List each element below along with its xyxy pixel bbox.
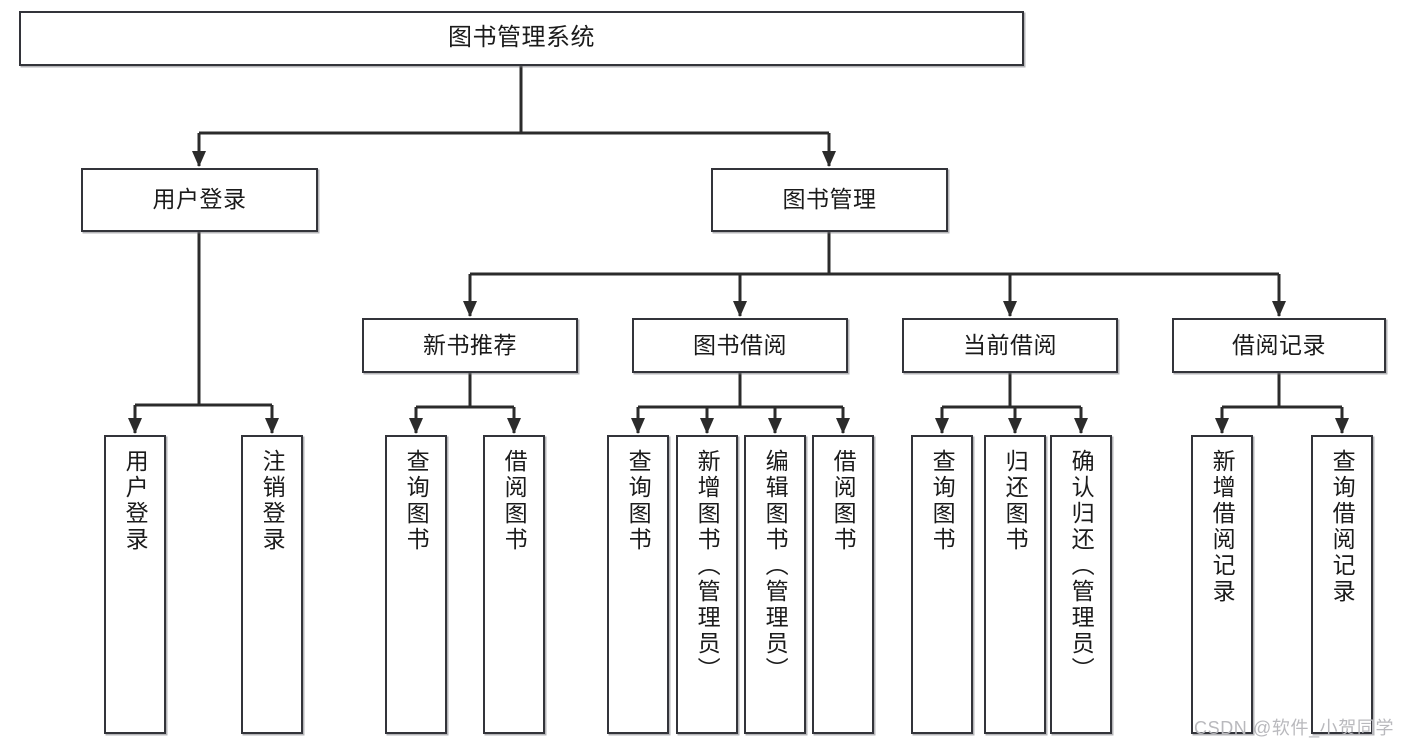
node-label-leaf-user-login: 用户登录 — [122, 449, 149, 553]
arrowhead-bookborrow-to-leaves-0 — [631, 418, 645, 434]
node-label-leaf-return-book: 归还图书 — [1002, 449, 1029, 553]
node-book-manage[interactable]: 图书管理 — [711, 168, 948, 232]
csdn-watermark: CSDN @软件_小贺同学 — [1194, 718, 1395, 738]
arrowhead-bookmanage-to-level2-3 — [1272, 301, 1286, 317]
node-label-leaf-edit-book: 编辑图书（管理员） — [762, 449, 789, 683]
node-label-leaf-query-book-3: 查询图书 — [929, 449, 956, 553]
node-current-borrow[interactable]: 当前借阅 — [902, 318, 1118, 373]
arrowhead-bookmanage-to-level2-0 — [463, 301, 477, 317]
arrowhead-root-to-level1-0 — [192, 151, 206, 167]
node-label-leaf-query-book-2: 查询图书 — [625, 449, 652, 553]
node-label-leaf-logout: 注销登录 — [259, 449, 286, 553]
node-leaf-borrow-book-2[interactable]: 借阅图书 — [812, 435, 874, 734]
arrowhead-bookmanage-to-level2-2 — [1003, 301, 1017, 317]
node-leaf-query-book-1[interactable]: 查询图书 — [385, 435, 447, 734]
arrowhead-borrowrecord-to-leaves-1 — [1335, 418, 1349, 434]
arrowhead-bookmanage-to-level2-1 — [733, 301, 747, 317]
arrowhead-borrowrecord-to-leaves-0 — [1215, 418, 1229, 434]
node-leaf-borrow-book-1[interactable]: 借阅图书 — [483, 435, 545, 734]
arrowhead-userlogin-to-leaves-0 — [128, 418, 142, 434]
node-label-leaf-add-book: 新增图书（管理员） — [694, 449, 721, 683]
node-label-book-borrow: 图书借阅 — [693, 331, 787, 358]
node-leaf-edit-book[interactable]: 编辑图书（管理员） — [744, 435, 806, 734]
arrowhead-currentborrow-to-leaves-0 — [935, 418, 949, 434]
arrowhead-userlogin-to-leaves-1 — [265, 418, 279, 434]
node-label-leaf-confirm-return: 确认归还（管理员） — [1068, 449, 1095, 683]
node-label-book-manage: 图书管理 — [782, 186, 877, 213]
node-book-borrow[interactable]: 图书借阅 — [632, 318, 848, 373]
arrowhead-currentborrow-to-leaves-1 — [1008, 418, 1022, 434]
node-label-user-login: 用户登录 — [152, 186, 247, 213]
node-new-book-rec[interactable]: 新书推荐 — [362, 318, 578, 373]
arrowhead-newbook-to-leaves-1 — [507, 418, 521, 434]
node-label-leaf-borrow-book-1: 借阅图书 — [501, 449, 528, 553]
node-label-borrow-record: 借阅记录 — [1232, 331, 1326, 358]
arrowhead-bookborrow-to-leaves-1 — [700, 418, 714, 434]
arrowhead-bookborrow-to-leaves-2 — [768, 418, 782, 434]
node-label-root: 图书管理系统 — [448, 24, 595, 52]
node-leaf-confirm-return[interactable]: 确认归还（管理员） — [1050, 435, 1112, 734]
node-user-login[interactable]: 用户登录 — [81, 168, 318, 232]
node-leaf-return-book[interactable]: 归还图书 — [984, 435, 1046, 734]
node-label-current-borrow: 当前借阅 — [963, 331, 1057, 358]
node-leaf-query-record[interactable]: 查询借阅记录 — [1311, 435, 1373, 734]
arrowhead-root-to-level1-1 — [822, 151, 836, 167]
node-label-leaf-query-record: 查询借阅记录 — [1329, 449, 1356, 605]
arrowhead-bookborrow-to-leaves-3 — [836, 418, 850, 434]
arrowhead-currentborrow-to-leaves-2 — [1074, 418, 1088, 434]
node-leaf-query-book-3[interactable]: 查询图书 — [911, 435, 973, 734]
node-leaf-query-book-2[interactable]: 查询图书 — [607, 435, 669, 734]
node-leaf-add-book[interactable]: 新增图书（管理员） — [676, 435, 738, 734]
node-label-new-book-rec: 新书推荐 — [423, 331, 517, 358]
node-label-leaf-add-record: 新增借阅记录 — [1209, 449, 1236, 605]
node-label-leaf-borrow-book-2: 借阅图书 — [830, 449, 857, 553]
node-leaf-logout[interactable]: 注销登录 — [241, 435, 303, 734]
arrowhead-newbook-to-leaves-0 — [409, 418, 423, 434]
node-borrow-record[interactable]: 借阅记录 — [1172, 318, 1386, 373]
node-leaf-add-record[interactable]: 新增借阅记录 — [1191, 435, 1253, 734]
node-root[interactable]: 图书管理系统 — [19, 11, 1024, 66]
node-label-leaf-query-book-1: 查询图书 — [403, 449, 430, 553]
node-leaf-user-login[interactable]: 用户登录 — [104, 435, 166, 734]
